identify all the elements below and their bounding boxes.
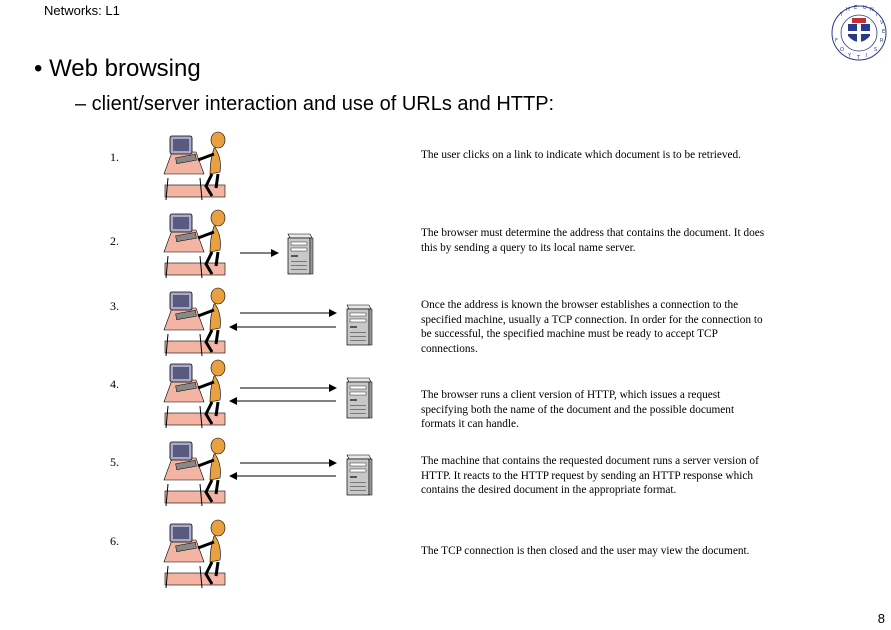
svg-text:O: O xyxy=(840,47,844,53)
server-tower-icon xyxy=(341,453,373,497)
slide-header: Networks: L1 xyxy=(44,3,120,18)
step-number: 3. xyxy=(110,299,119,313)
svg-text:I: I xyxy=(876,12,877,18)
user-at-computer-icon xyxy=(160,358,235,430)
step-number: 5. xyxy=(110,455,119,469)
svg-text:T: T xyxy=(839,12,844,18)
svg-text:F: F xyxy=(835,38,838,44)
step-description: The browser must determine the address t… xyxy=(421,227,765,254)
svg-text:T: T xyxy=(856,55,861,61)
svg-text:H: H xyxy=(846,7,850,13)
step-number: 4. xyxy=(110,377,119,391)
svg-text:E: E xyxy=(854,5,857,11)
svg-text:U: U xyxy=(863,5,867,11)
server-tower-icon xyxy=(341,303,373,347)
step-number: 6. xyxy=(110,534,119,548)
svg-text:I: I xyxy=(866,53,867,59)
server-tower-icon xyxy=(341,376,373,420)
user-at-computer-icon xyxy=(160,436,235,508)
svg-text:N: N xyxy=(870,7,874,13)
name-server-icon xyxy=(282,232,314,276)
page-number: 8 xyxy=(877,611,885,626)
user-at-computer-icon xyxy=(160,286,235,358)
svg-text:R: R xyxy=(880,38,884,44)
step-description: The browser runs a client version of HTT… xyxy=(421,389,735,430)
step-description: The TCP connection is then closed and th… xyxy=(421,545,750,557)
user-at-computer-icon xyxy=(160,208,235,280)
step-description: The user clicks on a link to indicate wh… xyxy=(421,149,741,161)
svg-text:S: S xyxy=(874,47,877,53)
svg-text:Y: Y xyxy=(847,53,852,59)
step-number: 1. xyxy=(110,150,119,164)
svg-text:E: E xyxy=(882,29,885,35)
bullet-client-server: – client/server interaction and use of U… xyxy=(75,93,555,115)
svg-text:V: V xyxy=(880,20,884,26)
step-description: The machine that contains the requested … xyxy=(421,455,759,496)
step-number: 2. xyxy=(110,234,119,248)
user-at-computer-icon xyxy=(160,130,235,202)
user-at-computer-icon xyxy=(160,518,235,590)
step-description: Once the address is known the browser es… xyxy=(421,299,763,355)
bullet-web-browsing: • Web browsing xyxy=(34,55,201,82)
